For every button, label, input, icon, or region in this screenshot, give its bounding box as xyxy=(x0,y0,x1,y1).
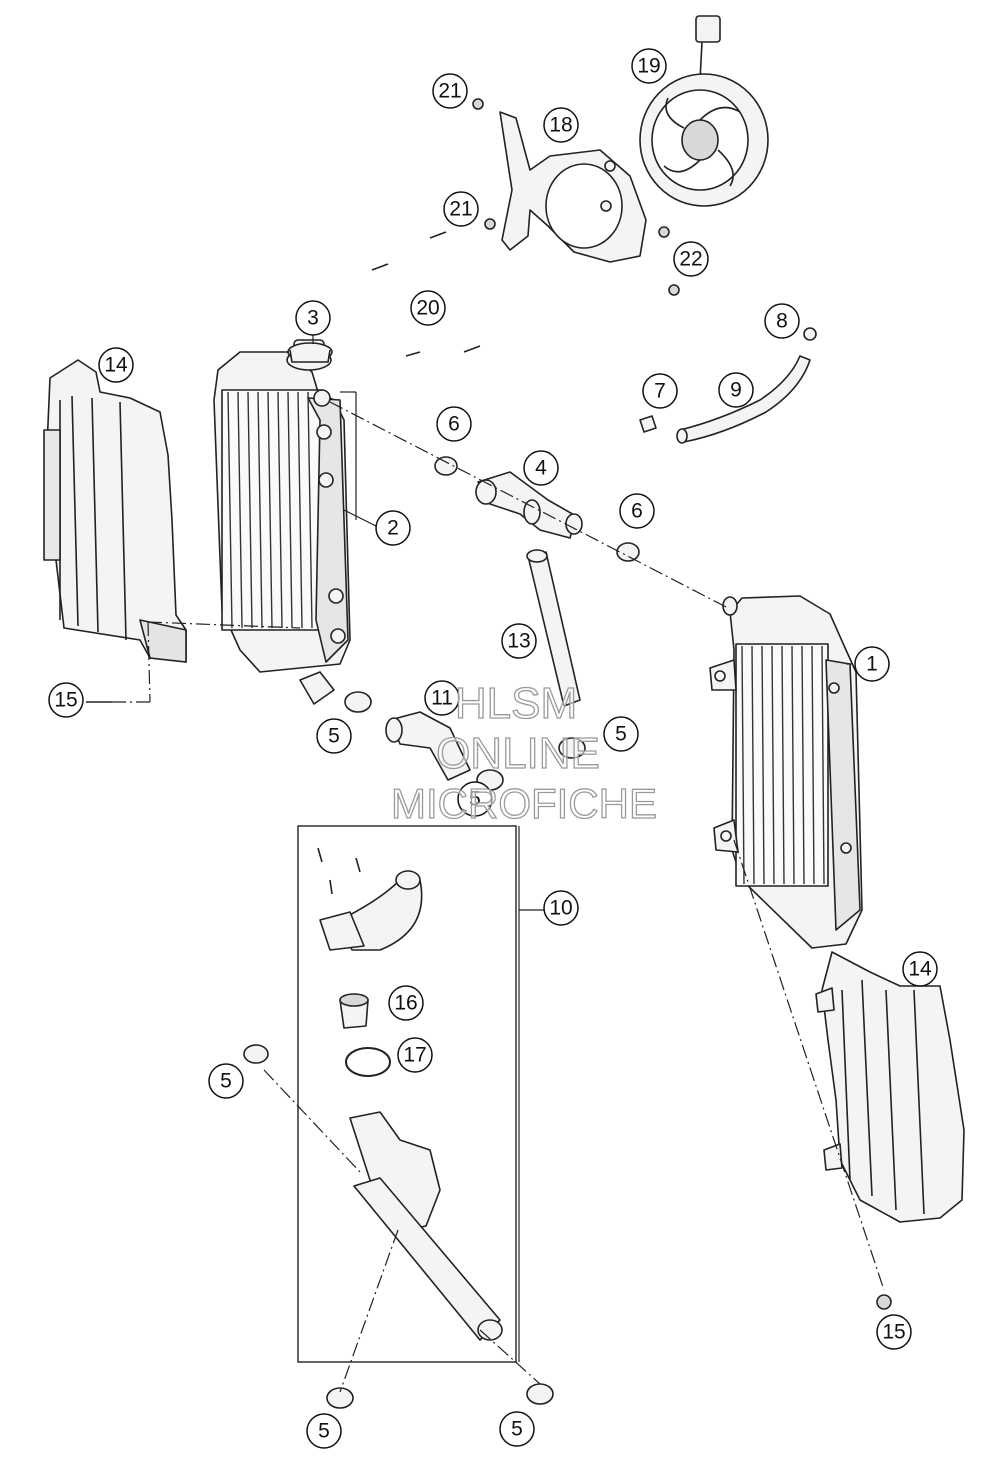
callout-18: 18 xyxy=(543,107,579,143)
svg-text:15: 15 xyxy=(882,1321,905,1344)
callout-14: 14 xyxy=(98,347,134,383)
thermostat-kit-box xyxy=(297,825,517,1363)
radiator-right xyxy=(709,595,863,949)
callout-22: 22 xyxy=(673,241,709,277)
callout-4: 4 xyxy=(523,450,559,486)
svg-text:8: 8 xyxy=(776,310,788,333)
radiator-left xyxy=(213,339,351,705)
callout-5: 5 xyxy=(457,781,493,817)
svg-text:21: 21 xyxy=(438,80,461,103)
svg-text:5: 5 xyxy=(220,1070,232,1093)
callout-3: 3 xyxy=(295,300,331,336)
callout-8: 8 xyxy=(764,303,800,339)
callout-5: 5 xyxy=(306,1413,342,1449)
hose-clip-end xyxy=(803,327,817,341)
hose-clip-small xyxy=(639,415,657,433)
callout-10: 10 xyxy=(543,890,579,926)
coolant-pipe xyxy=(526,549,581,707)
svg-text:3: 3 xyxy=(307,307,319,330)
radiator-shroud-right xyxy=(815,951,965,1223)
svg-text:13: 13 xyxy=(507,630,530,653)
svg-text:11: 11 xyxy=(431,687,453,710)
cooling-fan xyxy=(639,15,769,207)
callout-6: 6 xyxy=(436,406,472,442)
callout-9: 9 xyxy=(718,372,754,408)
leader-lines xyxy=(112,333,885,1393)
callout-6: 6 xyxy=(619,493,655,529)
svg-text:19: 19 xyxy=(637,55,660,78)
callout-11: 11 xyxy=(424,680,460,716)
svg-text:14: 14 xyxy=(908,958,932,981)
callout-21: 21 xyxy=(443,191,479,227)
screws xyxy=(86,98,892,1310)
hose-connector xyxy=(475,471,583,539)
callout-13: 13 xyxy=(501,623,537,659)
callout-5: 5 xyxy=(208,1063,244,1099)
hose-clamps xyxy=(243,456,640,1409)
svg-text:1: 1 xyxy=(866,653,878,676)
svg-text:9: 9 xyxy=(730,379,742,402)
svg-text:5: 5 xyxy=(328,725,340,748)
svg-text:18: 18 xyxy=(549,114,572,137)
svg-text:6: 6 xyxy=(631,500,643,523)
fan-bracket xyxy=(499,111,647,263)
callout-2: 2 xyxy=(375,510,411,546)
short-hose xyxy=(385,711,471,781)
svg-text:2: 2 xyxy=(387,517,399,540)
svg-text:17: 17 xyxy=(403,1044,426,1067)
callout-17: 17 xyxy=(397,1037,433,1073)
svg-text:14: 14 xyxy=(104,354,128,377)
callout-15: 15 xyxy=(48,682,84,718)
svg-text:4: 4 xyxy=(535,457,547,480)
callout-20: 20 xyxy=(410,290,446,326)
svg-text:15: 15 xyxy=(54,689,77,712)
svg-text:16: 16 xyxy=(394,992,417,1015)
callout-16: 16 xyxy=(388,985,424,1021)
callout-7: 7 xyxy=(642,373,678,409)
overflow-hose xyxy=(676,355,811,444)
callout-19: 19 xyxy=(631,48,667,84)
svg-text:6: 6 xyxy=(448,413,460,436)
svg-text:22: 22 xyxy=(679,248,702,271)
svg-text:5: 5 xyxy=(318,1420,330,1443)
svg-text:5: 5 xyxy=(615,723,627,746)
svg-text:20: 20 xyxy=(416,297,439,320)
callout-15: 15 xyxy=(876,1314,912,1350)
svg-text:7: 7 xyxy=(654,380,666,403)
svg-text:10: 10 xyxy=(549,897,572,920)
svg-text:5: 5 xyxy=(469,788,481,811)
callout-21: 21 xyxy=(432,73,468,109)
callout-5: 5 xyxy=(316,718,352,754)
callout-5: 5 xyxy=(499,1411,535,1447)
callout-5: 5 xyxy=(603,716,639,752)
radiator-shroud-left xyxy=(43,359,187,663)
callout-1: 1 xyxy=(854,646,890,682)
svg-text:5: 5 xyxy=(511,1418,523,1441)
watermark-line-2: ONLINE xyxy=(436,729,600,778)
watermark-line-3: MICROFICHE xyxy=(391,780,657,827)
radiator-cap xyxy=(287,342,333,363)
svg-text:21: 21 xyxy=(449,198,472,221)
watermark: HLSM ONLINE MICROFICHE xyxy=(390,678,657,827)
callout-14: 14 xyxy=(902,951,938,987)
watermark-line-1: HLSM xyxy=(455,679,577,728)
